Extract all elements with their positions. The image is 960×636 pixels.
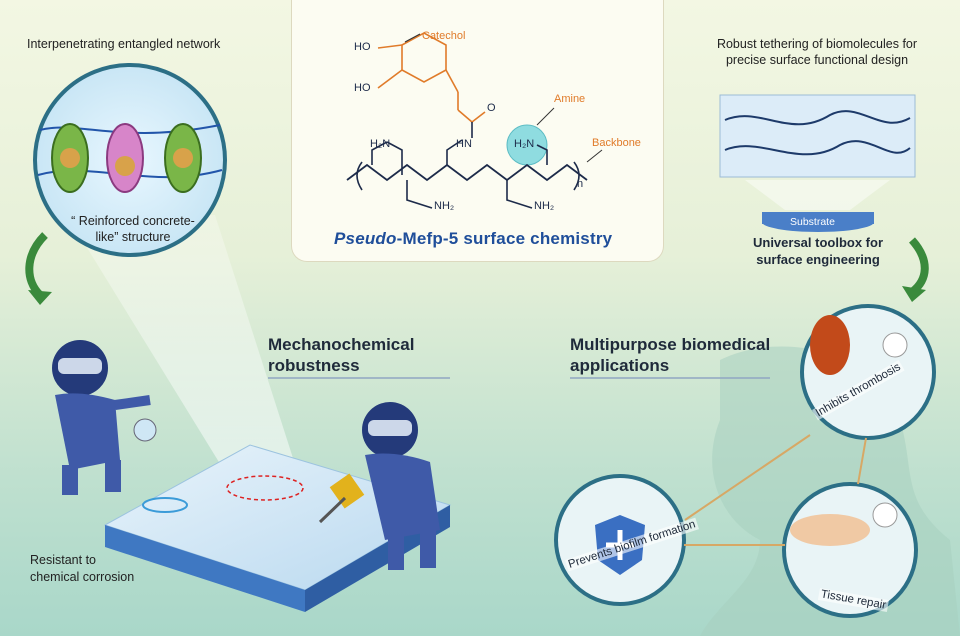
h2n-label-1: H₂N — [370, 138, 391, 150]
material-slab-front — [105, 525, 305, 612]
resistant-line1: Resistant to — [30, 553, 97, 567]
catechol-pointer — [404, 33, 421, 43]
multi-line2: applications — [570, 356, 670, 375]
backbone-label: Backbone — [592, 137, 641, 149]
toolbox-line2: surface engineering — [756, 252, 880, 267]
substrate-label: Substrate — [790, 216, 835, 228]
resistant-line2: chemical corrosion — [30, 570, 135, 584]
pseudo-mefp5-structure — [346, 32, 603, 209]
reinforced-line2: like” structure — [95, 230, 171, 244]
mechano-line1: Mechanochemical — [268, 335, 415, 354]
chemistry-panel: Catechol Amine Backbone HO HO O HN H₂N H… — [291, 0, 664, 262]
hn-label: HN — [456, 138, 472, 150]
green-arrow-left-icon — [25, 232, 48, 298]
toolbox-line1: Universal toolbox for — [752, 235, 884, 250]
multi-line1: Multipurpose biomedical — [570, 335, 771, 354]
tissue-circle — [782, 482, 918, 618]
green-arrow-right-icon — [908, 237, 929, 296]
surface-panel — [719, 94, 916, 178]
n-subscript: n — [577, 178, 584, 190]
catechol-label: Catechol — [422, 30, 466, 42]
polymer-network-icon — [724, 110, 911, 156]
mechano-line2: robustness — [268, 356, 360, 375]
o-label: O — [487, 102, 496, 114]
backbone-chain — [346, 163, 588, 182]
reinforced-line1: “ Reinforced concrete- — [71, 214, 195, 228]
chemistry-title: Pseudo-Mefp-5 surface chemistry — [334, 229, 612, 249]
resistant-label: Resistant to chemical corrosion — [30, 552, 134, 586]
amine-label: Amine — [554, 93, 586, 105]
ho-label-1: HO — [354, 41, 371, 53]
toolbox-label: Universal toolbox for surface engineerin… — [730, 234, 906, 268]
chemistry-title-rest: -Mefp-5 surface chemistry — [396, 229, 613, 248]
ho-label-2: HO — [354, 82, 371, 94]
app-connector-lines — [684, 434, 867, 546]
network-title: Interpenetrating entangled network — [27, 37, 221, 51]
crack-ring-icon — [226, 475, 304, 501]
liquid-splash-icon — [142, 497, 188, 513]
chemistry-title-italic: Pseudo — [334, 229, 397, 248]
tethering-line1: Robust tethering of biomolecules for — [716, 37, 918, 51]
multi-heading: Multipurpose biomedical applications — [570, 334, 770, 376]
tethering-title: Robust tethering of biomolecules for pre… — [688, 36, 946, 68]
h2n-label-2: H₂N — [514, 138, 535, 150]
reinforced-label: “ Reinforced concrete- like” structure — [58, 213, 208, 245]
backbone-pointer — [586, 149, 603, 163]
nh2-label-2: NH₂ — [534, 200, 555, 212]
tethering-line2: precise surface functional design — [725, 53, 909, 67]
light-cone — [70, 215, 300, 480]
nh2-label-1: NH₂ — [434, 200, 455, 212]
scientist-right-figure — [318, 402, 440, 570]
scientist-left-figure — [52, 340, 157, 495]
jackhammer-icon — [329, 473, 365, 509]
substrate-beam — [745, 180, 890, 210]
mechano-heading: Mechanochemical robustness — [268, 334, 414, 376]
